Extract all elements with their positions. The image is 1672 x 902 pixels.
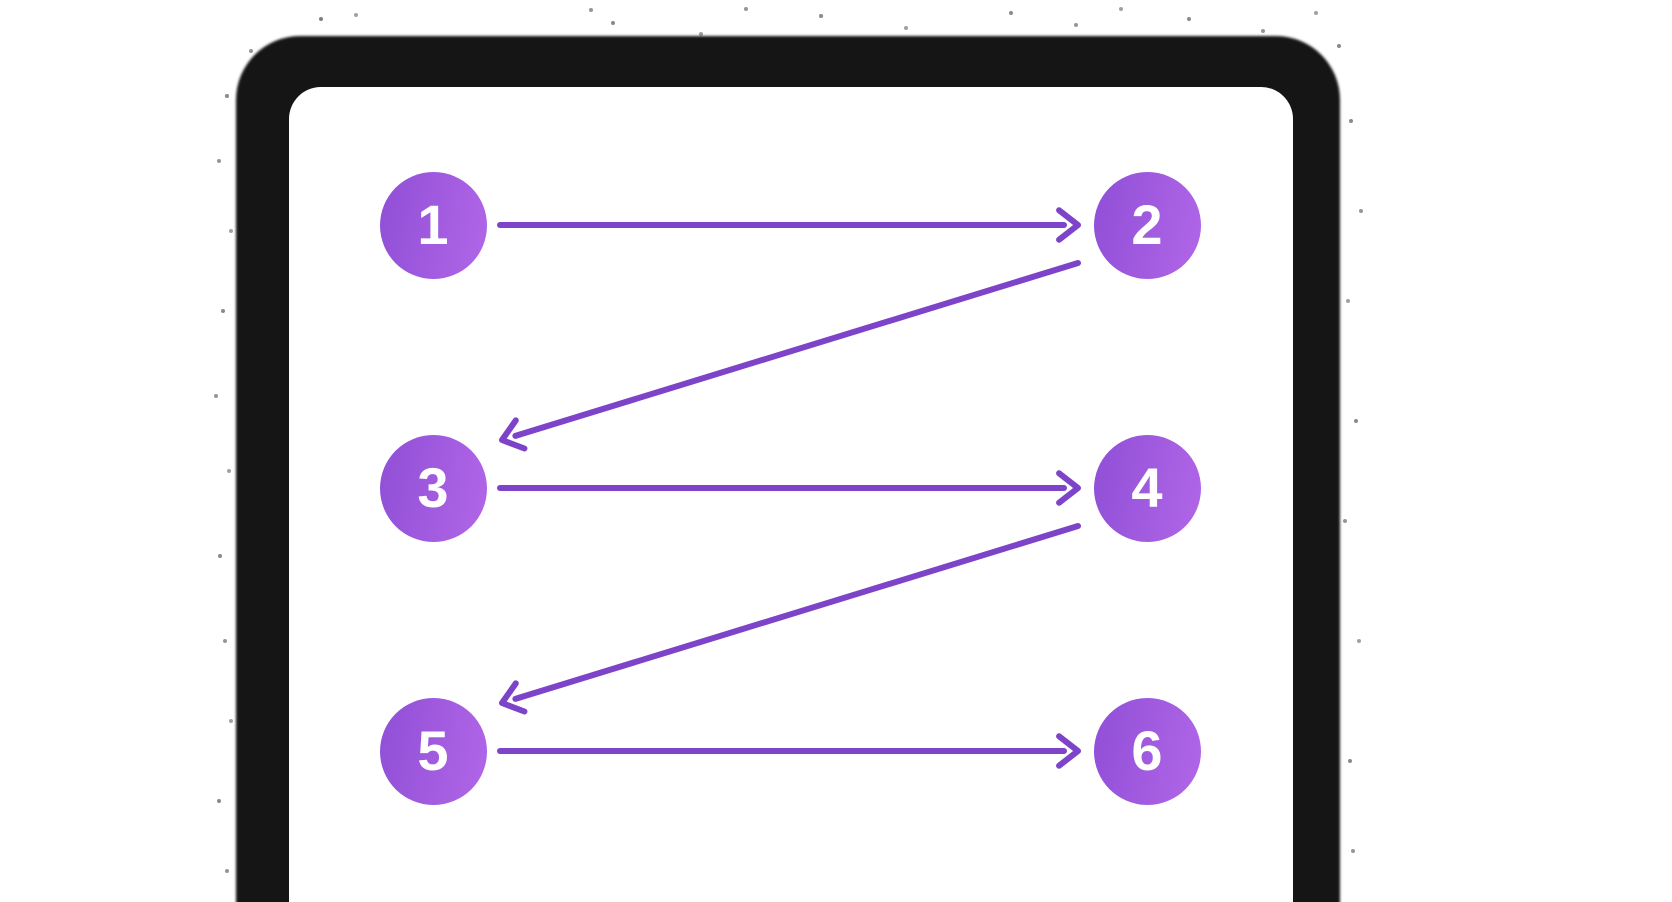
step-node-6: 6	[1093, 697, 1201, 805]
arrow-2-to-3	[499, 260, 1081, 452]
arrow-3-to-4	[497, 470, 1081, 506]
step-number-label: 4	[1131, 456, 1163, 519]
arrowhead-icon	[1056, 733, 1081, 769]
arrowhead-icon	[1056, 207, 1081, 243]
step-number-label: 5	[417, 719, 449, 782]
arrow-shaft	[512, 523, 1081, 702]
step-node-3: 3	[379, 434, 487, 542]
step-number-label: 1	[417, 193, 449, 256]
arrowhead-icon	[499, 680, 528, 715]
step-node-5: 5	[379, 697, 487, 805]
arrowhead-icon	[1056, 470, 1081, 506]
arrowhead-icon	[499, 417, 528, 452]
arrow-1-to-2	[497, 207, 1081, 243]
arrow-4-to-5	[499, 523, 1081, 715]
arrow-5-to-6	[497, 733, 1081, 769]
step-node-2: 2	[1093, 171, 1201, 279]
step-number-label: 6	[1131, 719, 1163, 782]
step-node-1: 1	[379, 171, 487, 279]
arrow-shaft	[512, 260, 1081, 439]
step-number-label: 3	[417, 456, 449, 519]
step-node-4: 4	[1093, 434, 1201, 542]
step-number-label: 2	[1131, 193, 1163, 256]
